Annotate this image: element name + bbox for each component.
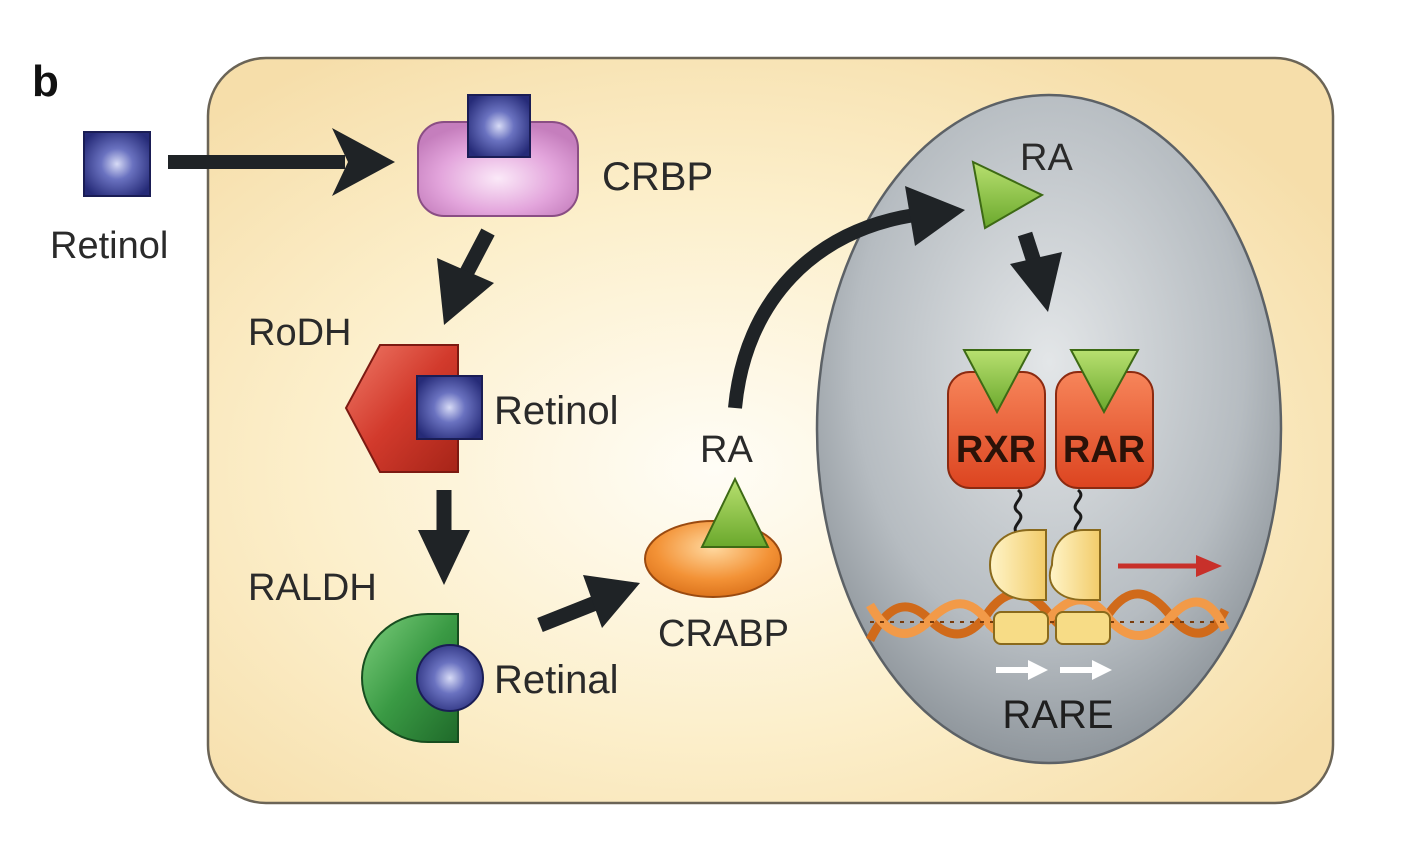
- rxr-label: RXR: [956, 429, 1036, 471]
- raldh-label: RALDH: [248, 567, 377, 609]
- dna-helix: [865, 589, 1230, 643]
- ra-triangle-rar: [1069, 349, 1140, 415]
- ra-nucleus-label: RA: [1020, 137, 1073, 179]
- arrow-crbp-to-rodh: [437, 228, 495, 325]
- panel-label: b: [32, 57, 59, 106]
- retinol-bound-label: Retinol: [494, 389, 619, 433]
- retinol-outside-label: Retinol: [50, 225, 168, 267]
- arrow-rodh-to-raldh: [418, 490, 470, 585]
- rodh-label: RoDH: [248, 312, 351, 354]
- retinal-label: Retinal: [494, 658, 619, 702]
- rare-block-right: [1055, 611, 1111, 645]
- retinol-bound-crbp: [467, 94, 531, 158]
- arrow-retinal-to-crabp: [537, 575, 640, 632]
- ra-triangle-crabp: [700, 476, 770, 548]
- rar-linker: [1073, 488, 1083, 536]
- ra-triangle-rxr: [962, 349, 1032, 415]
- retinol-molecule-outside: [83, 131, 151, 197]
- rare-label: RARE: [1002, 693, 1113, 737]
- nucleus: [815, 93, 1283, 765]
- rxr-dna-binding-domain: [988, 529, 1047, 601]
- retinal-molecule: [416, 644, 484, 712]
- crbp-label: CRBP: [602, 155, 713, 199]
- rar-dna-binding-domain: [1048, 529, 1101, 601]
- rxr-linker: [1013, 488, 1023, 536]
- rar-label: RAR: [1063, 429, 1145, 471]
- crabp-label: CRABP: [658, 613, 789, 655]
- arrow-retinol-to-crbp: [168, 128, 395, 196]
- raldh-enzyme: [360, 613, 459, 743]
- transcription-arrow: [1118, 555, 1222, 577]
- rare-direct-repeat-arrows: [996, 660, 1112, 680]
- arrow-ra-to-nucleus: [728, 186, 965, 409]
- retinol-bound-rodh: [416, 375, 483, 440]
- ra-crabp-label: RA: [700, 429, 753, 471]
- arrow-ra-to-receptors: [1010, 231, 1062, 312]
- rare-block-left: [993, 611, 1049, 645]
- ra-triangle-nucleus: [971, 160, 1045, 230]
